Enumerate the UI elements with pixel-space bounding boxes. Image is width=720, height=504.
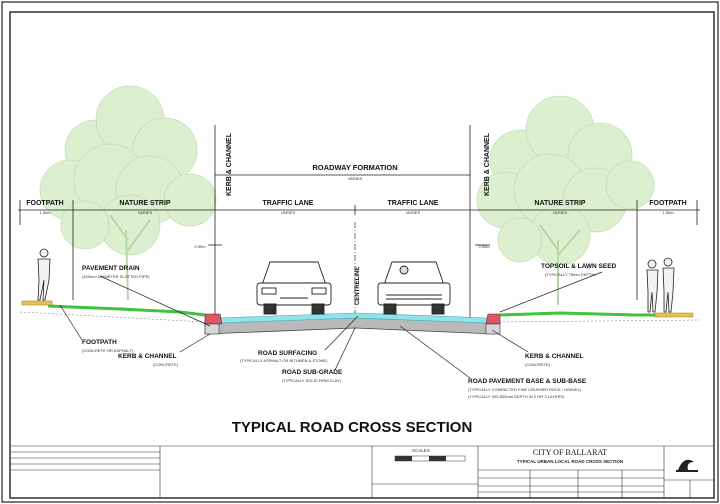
council-name: CITY OF BALLARAT xyxy=(533,448,607,457)
nature-strip-left-label: NATURE STRIP xyxy=(119,200,171,207)
road-subgrade-label: ROAD SUB-GRADE xyxy=(282,369,343,376)
nature-strip-left-varies: VARIES xyxy=(138,210,153,215)
footpath-bottom-note: (CONCRETE OR ASPHALT) xyxy=(82,348,134,353)
traffic-lane-left-label: TRAFFIC LANE xyxy=(263,200,314,207)
dimension-lines xyxy=(18,125,700,320)
pavement-drain-right xyxy=(485,323,501,335)
traffic-lane-right-label: TRAFFIC LANE xyxy=(388,200,439,207)
traffic-lane-left-varies: VARIES xyxy=(281,210,296,215)
nature-strip-right-grass xyxy=(499,311,655,317)
cross-section xyxy=(19,300,701,335)
traffic-lane-right-varies: VARIES xyxy=(406,210,421,215)
tree-right xyxy=(476,95,655,305)
pavement-drain-left xyxy=(204,323,220,335)
drawing-subtitle: TYPICAL URBAN LOCAL ROAD CROSS SECTION xyxy=(517,459,623,464)
pavement-drain-label: PAVEMENT DRAIN xyxy=(82,265,140,272)
pavement-base-label: ROAD PAVEMENT BASE & SUB-BASE xyxy=(468,378,587,385)
road-surfacing-note: (TYPICALLY ASPHALT OR BITUMEN & STONE) xyxy=(240,358,328,363)
scale-bar-fill-1 xyxy=(395,456,412,461)
pavement-base-note-1: (TYPICALLY COMPACTED FINE CRUSHED ROCK /… xyxy=(468,387,582,392)
topsoil-label: TOPSOIL & LAWN SEED xyxy=(541,263,617,270)
kerb-channel-right-vertical-label: KERB & CHANNEL xyxy=(484,132,491,196)
kerb-left xyxy=(204,313,223,325)
car-right xyxy=(377,261,451,315)
roadway-formation-label: ROADWAY FORMATION xyxy=(312,163,397,172)
footpath-right-slab xyxy=(654,312,694,318)
kerb-right xyxy=(485,313,501,325)
footpath-left-label: FOOTPATH xyxy=(26,200,63,207)
kerb-right-label: KERB & CHANNEL xyxy=(525,353,584,360)
pedestrian-left xyxy=(37,248,51,301)
footpath-right-label: FOOTPATH xyxy=(649,200,686,207)
drawing-frame xyxy=(9,11,715,499)
leader-lines xyxy=(59,271,603,379)
council-logo xyxy=(676,459,698,472)
footpath-bottom-label: FOOTPATH xyxy=(82,339,117,346)
roadway-varies: VARIES xyxy=(348,176,363,181)
pavement-drain-note: (100mm DIAMETER SLOTTED PIPE) xyxy=(82,274,150,279)
kerb-left-note: (CONCRETE) xyxy=(153,362,179,367)
kerb-height-right: 0.90m xyxy=(478,244,490,249)
kerb-height-left: 0.90m xyxy=(194,244,206,249)
footpath-left-dim: 1.50m xyxy=(39,210,51,215)
nature-strip-right-varies: VARIES xyxy=(553,210,568,215)
centreline-label: CENTRELINE xyxy=(355,267,361,305)
pavement-base-note-2: (TYPICALLY 300-500mm DEPTH IN 2 OR 3 LAY… xyxy=(468,394,565,399)
scale-bar-fill-2 xyxy=(429,456,446,461)
footpath-left-slab xyxy=(21,300,53,306)
topsoil-note: (TYPICALLY 75mm DEPTH) xyxy=(545,272,596,277)
scales-label: SCALES xyxy=(412,448,430,453)
footpath-right-dim: 1.50m xyxy=(662,210,674,215)
title-block xyxy=(10,445,714,498)
road-surfacing-label: ROAD SURFACING xyxy=(258,350,317,357)
drawing-title: TYPICAL ROAD CROSS SECTION xyxy=(232,419,473,436)
nature-strip-right-label: NATURE STRIP xyxy=(534,200,586,207)
car-left xyxy=(256,261,332,315)
kerb-right-note: (CONCRETE) xyxy=(525,362,551,367)
pedestrians-right xyxy=(646,257,675,313)
road-subgrade-note: (TYPICALLY SOLID FIRM CLAY) xyxy=(282,378,342,383)
kerb-channel-left-vertical-label: KERB & CHANNEL xyxy=(226,132,233,196)
kerb-left-label: KERB & CHANNEL xyxy=(118,353,177,360)
nature-strip-left-grass xyxy=(47,304,206,317)
